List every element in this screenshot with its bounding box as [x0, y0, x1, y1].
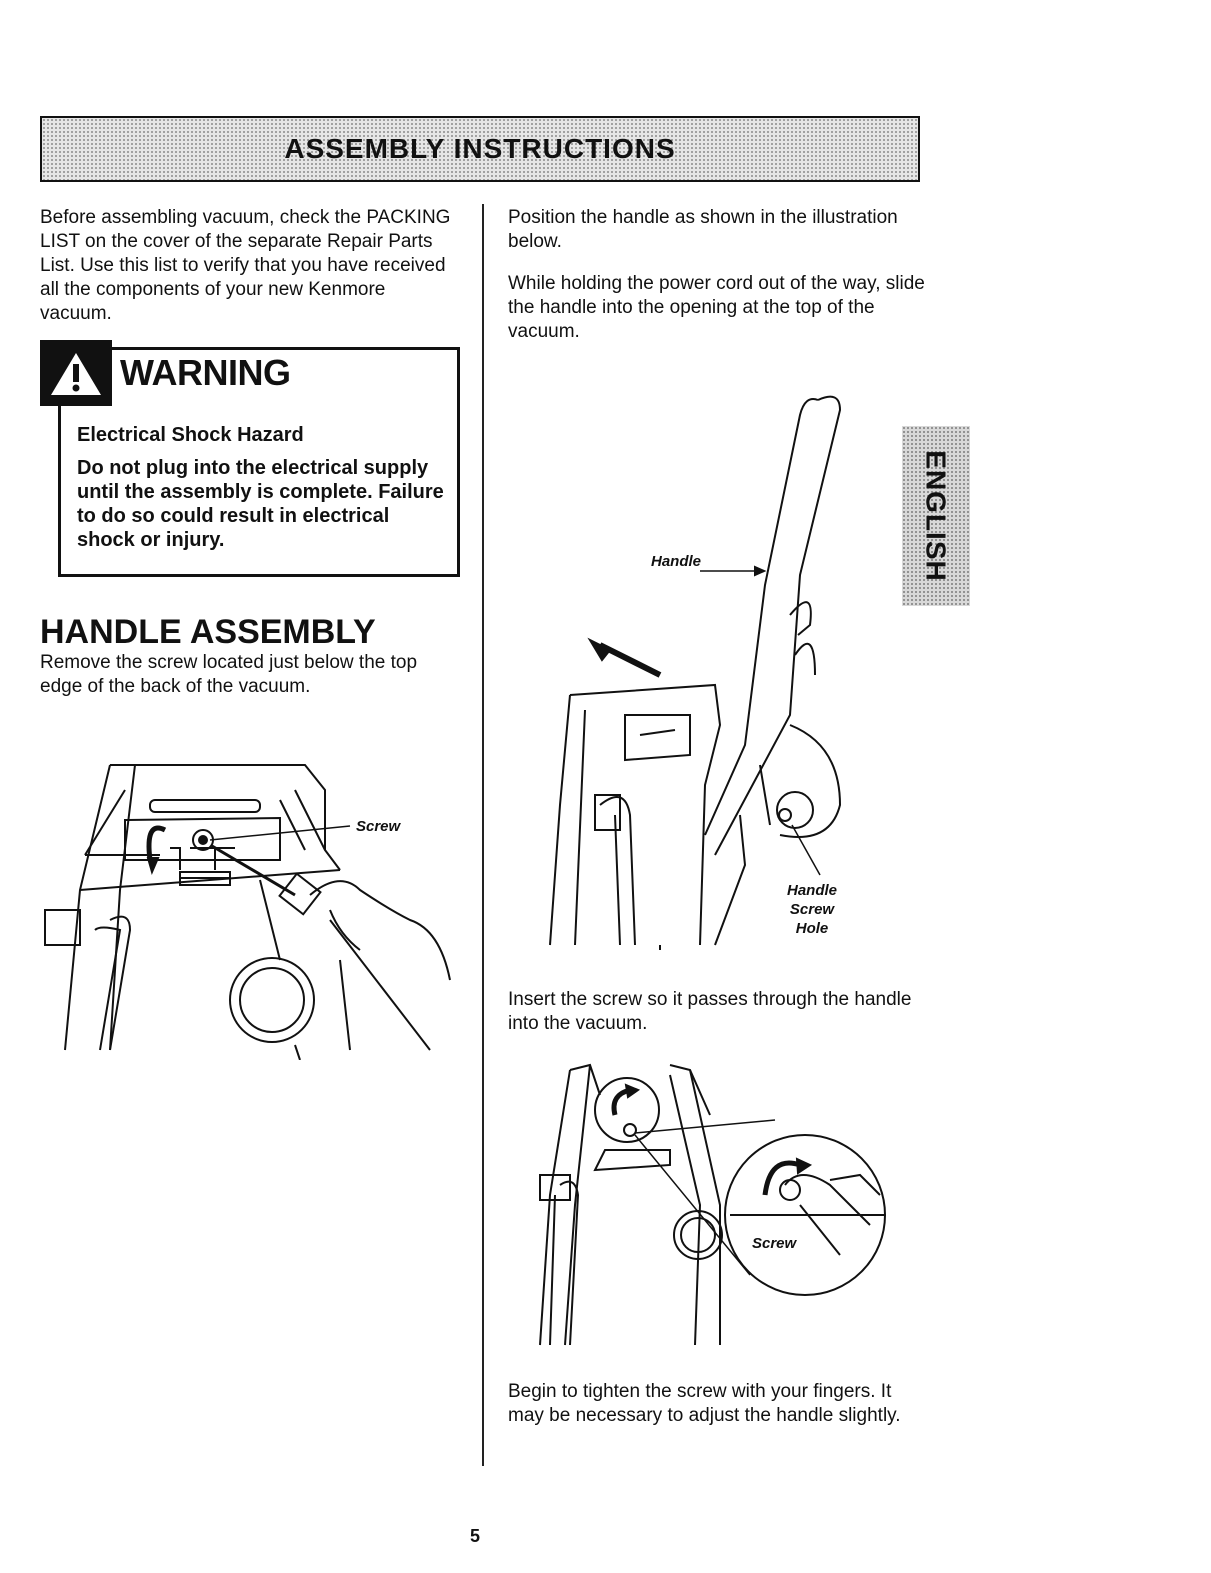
hole-label-line1: Handle [786, 882, 837, 899]
slide-paragraph: While holding the power cord out of the … [508, 273, 925, 342]
page-number: 5 [470, 1526, 481, 1546]
page-title: ASSEMBLY INSTRUCTIONS [284, 133, 676, 164]
column-divider [482, 204, 484, 1466]
position-paragraph: Position the handle as shown in the illu… [508, 207, 898, 252]
screw-insertion-illustration [539, 1063, 886, 1346]
section-title: HANDLE ASSEMBLY [40, 613, 376, 651]
hole-label-line3: Hole [795, 920, 829, 937]
section-text: Remove the screw located just below the … [40, 652, 418, 697]
warning-subtitle: Electrical Shock Hazard [77, 424, 304, 446]
handle-label: Handle [651, 553, 702, 570]
handle-insertion-illustration [549, 395, 842, 950]
hole-label-line2: Screw [789, 901, 835, 918]
warning-box [58, 347, 460, 577]
warning-triangle-icon [51, 353, 101, 395]
language-tab-label: ENGLISH [921, 450, 952, 582]
handle-screw-hole-label: Handle Screw Hole [782, 881, 842, 938]
screw-removal-illustration [44, 764, 451, 1060]
tighten-paragraph: Begin to tighten the screw with your fin… [508, 1381, 901, 1426]
language-side-tab: ENGLISH [902, 426, 970, 606]
screw-inset-label: Screw [752, 1235, 797, 1252]
intro-paragraph: Before assembling vacuum, check the PACK… [40, 207, 451, 324]
insert-paragraph: Insert the screw so it passes through th… [508, 989, 912, 1034]
screw-label: Screw [356, 818, 401, 835]
warning-body: Do not plug into the electrical supply u… [77, 457, 444, 551]
warning-title: WARNING [120, 352, 291, 393]
header-banner: ASSEMBLY INSTRUCTIONS [40, 116, 920, 182]
